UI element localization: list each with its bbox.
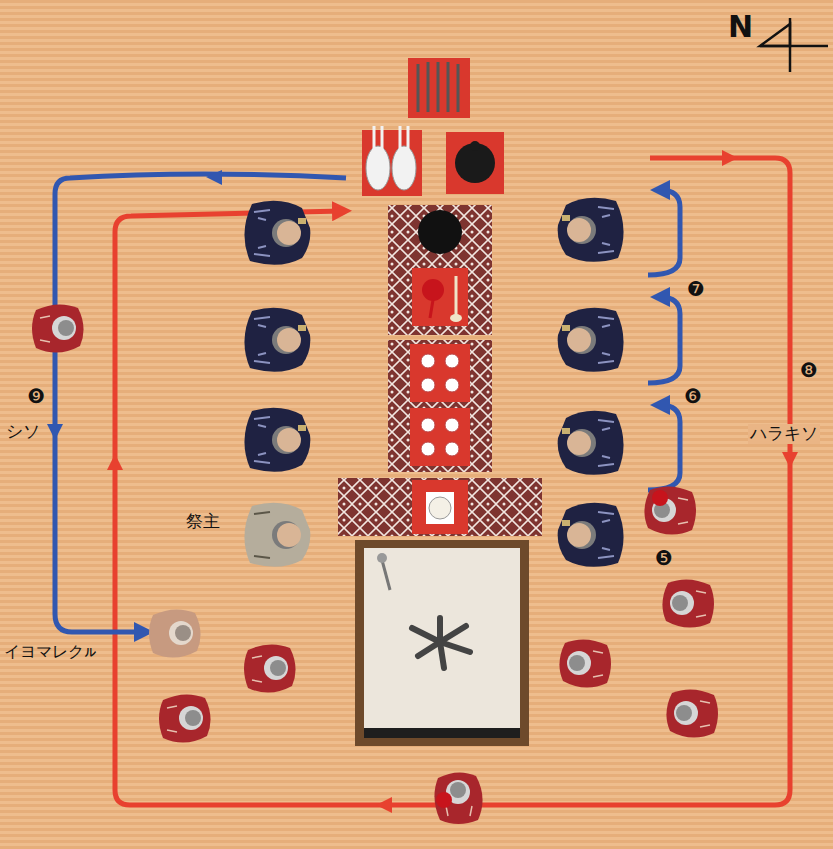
callout-number: ❺ — [655, 547, 673, 570]
route-label: シソ — [6, 422, 40, 442]
callout-number: ❾ — [27, 385, 45, 408]
person-label: 祭主 — [186, 512, 220, 532]
compass-letter: N — [728, 10, 753, 45]
route-label: ハラキソ — [748, 424, 820, 444]
callout-number: ❽ — [800, 359, 818, 382]
callout-number: ❻ — [684, 385, 702, 408]
person-label: イヨマレクㇽ — [4, 643, 96, 661]
callout-number: ❼ — [687, 278, 705, 301]
